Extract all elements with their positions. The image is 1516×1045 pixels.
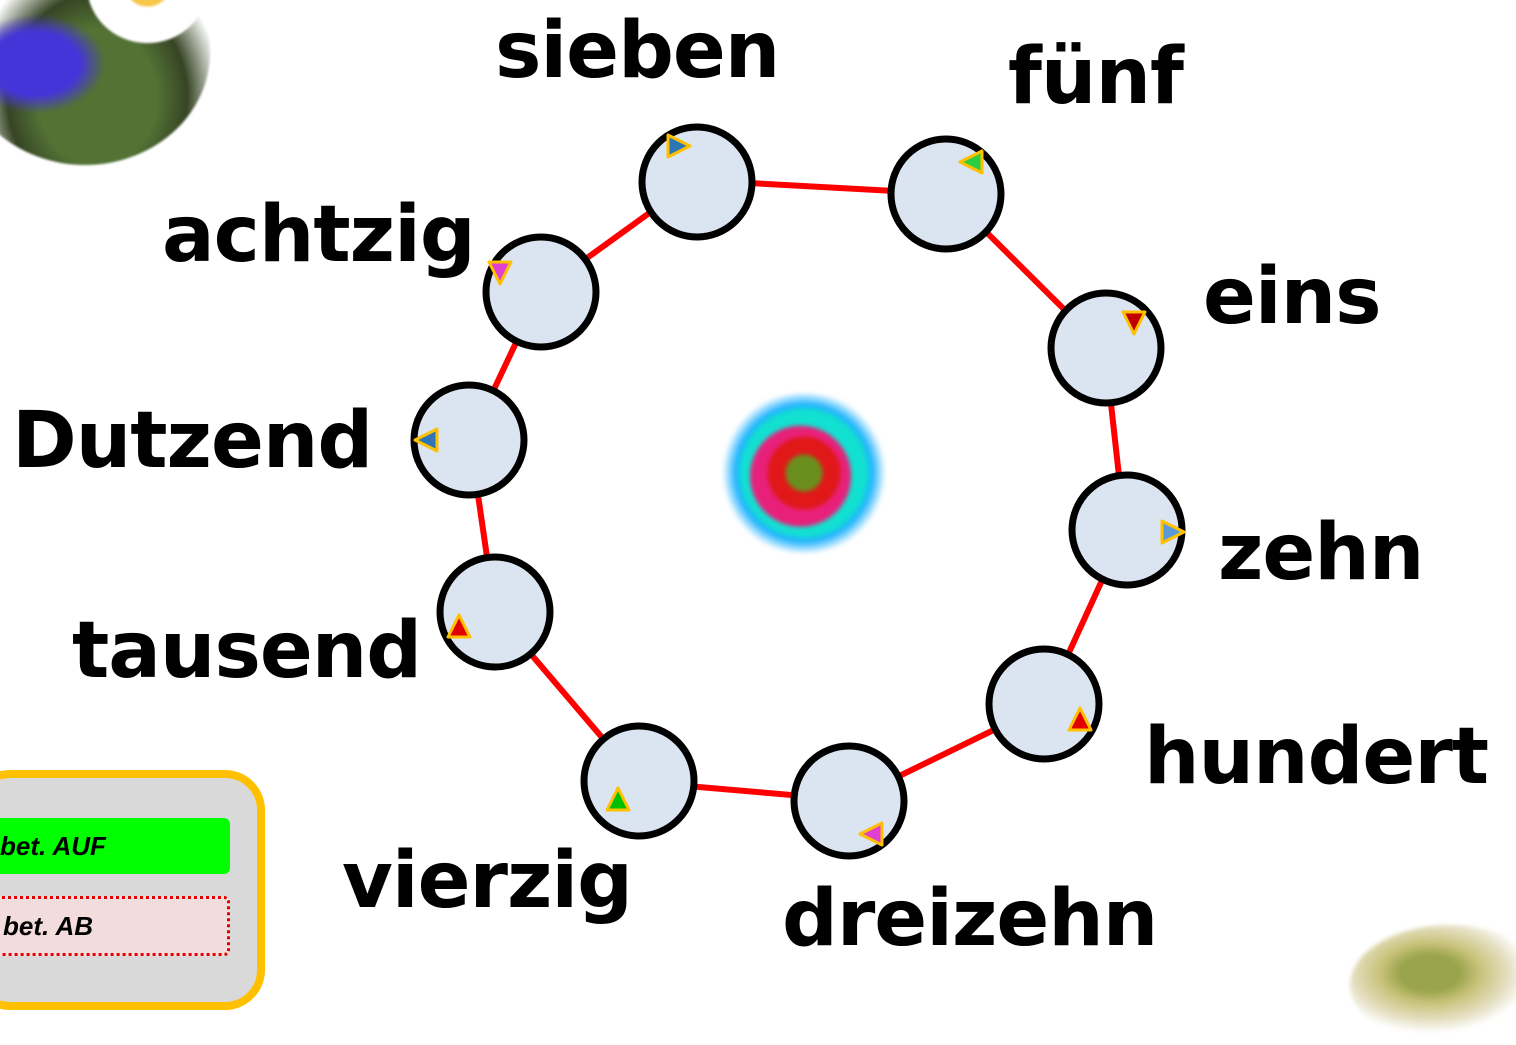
node-dreizehn[interactable] xyxy=(790,742,908,860)
word-fuenf[interactable]: fünf xyxy=(1008,32,1184,122)
pointer-icon-fuenf xyxy=(958,149,984,175)
pointer-icon-vierzig xyxy=(605,786,631,812)
pointer-icon-zehn xyxy=(1160,519,1186,545)
word-vierzig[interactable]: vierzig xyxy=(342,836,633,926)
control-panel xyxy=(0,770,265,1010)
node-hundert[interactable] xyxy=(985,645,1103,763)
node-vierzig[interactable] xyxy=(580,722,698,840)
node-eins[interactable] xyxy=(1047,289,1165,407)
toggle-on-button[interactable]: bet. AUF xyxy=(0,818,230,874)
word-sieben[interactable]: sieben xyxy=(495,6,780,96)
node-sieben[interactable] xyxy=(638,123,756,241)
word-zehn[interactable]: zehn xyxy=(1218,508,1424,598)
pointer-icon-achtzig xyxy=(487,260,513,286)
word-hundert[interactable]: hundert xyxy=(1144,712,1489,802)
pointer-icon-dutzend xyxy=(413,427,439,453)
word-dutzend[interactable]: Dutzend xyxy=(12,396,373,486)
pointer-icon-dreizehn xyxy=(858,821,884,847)
node-achtzig[interactable] xyxy=(482,233,600,351)
node-tausend[interactable] xyxy=(436,553,554,671)
word-tausend[interactable]: tausend xyxy=(72,606,422,696)
pointer-icon-hundert xyxy=(1067,706,1093,732)
word-achtzig[interactable]: achtzig xyxy=(162,190,476,280)
pointer-icon-sieben xyxy=(666,133,692,159)
word-eins[interactable]: eins xyxy=(1203,252,1382,342)
ring-board xyxy=(410,123,1186,860)
node-fuenf[interactable] xyxy=(887,135,1005,253)
toggle-off-button[interactable]: bet. AB xyxy=(0,896,230,956)
pointer-icon-eins xyxy=(1121,310,1147,336)
word-dreizehn[interactable]: dreizehn xyxy=(782,874,1158,964)
center-rose-image xyxy=(718,393,890,553)
pointer-icon-tausend xyxy=(446,613,472,639)
